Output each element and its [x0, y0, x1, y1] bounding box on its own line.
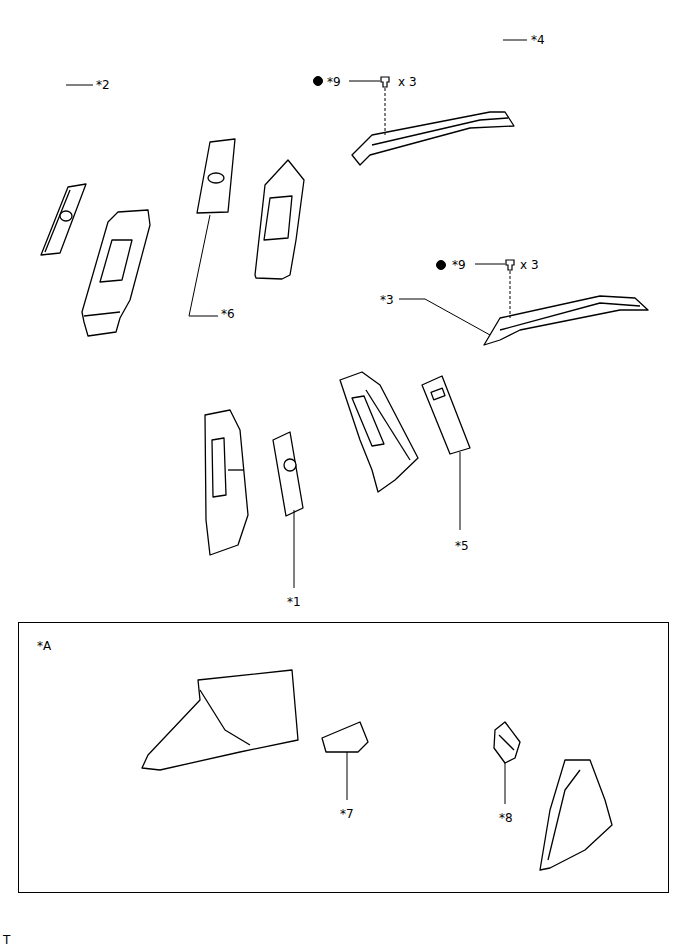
- callout-number: *5: [455, 539, 469, 553]
- callout-number: *2: [96, 78, 110, 92]
- callout-number: *4: [531, 33, 545, 47]
- callout-number: x 3: [520, 258, 539, 272]
- callout-number: *6: [221, 307, 235, 321]
- callout-number: *9: [452, 258, 466, 272]
- callout-number: *8: [499, 811, 513, 825]
- callout-number: *7: [340, 807, 354, 821]
- group-frame: *A: [18, 622, 669, 893]
- callout-number: *1: [287, 595, 301, 609]
- callout-number: T: [3, 933, 10, 947]
- group-label: *A: [37, 639, 51, 653]
- callout-number: *3: [380, 293, 394, 307]
- callout-number: *9: [327, 75, 341, 89]
- callout-number: x 3: [398, 75, 417, 89]
